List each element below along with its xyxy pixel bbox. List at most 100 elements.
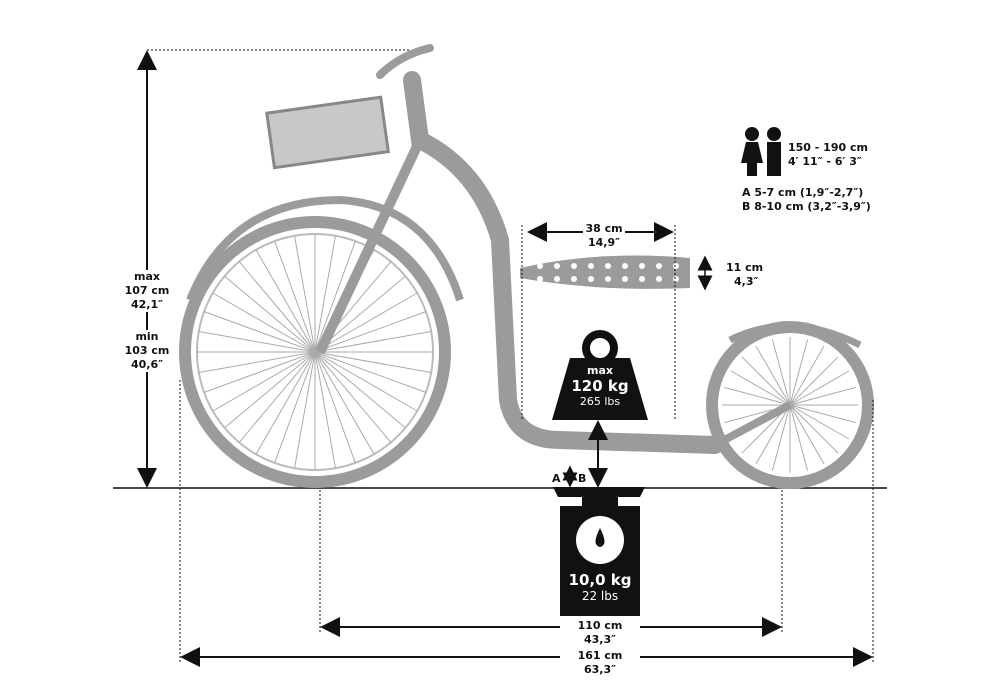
clearance-b: B 8-10 cm (3,2″-3,9″) xyxy=(742,200,871,213)
spoke xyxy=(314,235,336,353)
min-cm: 103 cm xyxy=(124,344,170,357)
deck-width-cm: 11 cm xyxy=(726,261,764,274)
height-min-label: min 103 cm 40,6″ xyxy=(124,330,170,372)
front-wheel xyxy=(179,216,451,488)
rider-height-cm: 150 - 190 cm xyxy=(788,141,868,154)
spoke xyxy=(314,311,427,353)
spoke xyxy=(274,351,316,464)
spoke xyxy=(314,351,432,373)
front-fender xyxy=(186,195,464,302)
frame xyxy=(403,71,724,454)
deck-hole xyxy=(622,276,628,282)
spoke xyxy=(789,404,856,424)
deck-top-view xyxy=(520,255,690,289)
deck-width-label: 11 cm 4,3″ xyxy=(726,261,763,289)
spoke xyxy=(274,240,316,353)
deck-hole xyxy=(605,263,611,269)
deck-hole xyxy=(588,263,594,269)
total-length-in: 63,3″ xyxy=(583,663,617,676)
deck-hole xyxy=(588,276,594,282)
deck-hole xyxy=(673,276,679,282)
spoke xyxy=(314,240,356,353)
spoke xyxy=(212,292,316,353)
spoke xyxy=(198,351,316,373)
spoke xyxy=(741,356,791,406)
max-load-max: max xyxy=(587,364,613,377)
weight-label: 10,0 kg 22 lbs xyxy=(569,571,632,603)
wheelbase-in: 43,3″ xyxy=(583,633,617,646)
spoke xyxy=(724,386,791,406)
spoke xyxy=(789,345,825,406)
deck-hole xyxy=(537,263,543,269)
spoke xyxy=(314,351,427,393)
deck-hole xyxy=(656,263,662,269)
weight-lbs: 22 lbs xyxy=(581,589,619,603)
spoke xyxy=(314,351,392,443)
spoke xyxy=(314,351,418,412)
rider-height-ft: 4′ 11″ - 6′ 3″ xyxy=(788,155,862,168)
spoke xyxy=(238,261,316,353)
clearance-a: A 5-7 cm (1,9″-2,7″) xyxy=(742,186,864,199)
weight-kg: 10,0 kg xyxy=(568,571,632,589)
marker-a: A xyxy=(552,472,561,485)
spoke xyxy=(755,404,791,465)
rider-height: 150 - 190 cm 4′ 11″ - 6′ 3″ xyxy=(788,141,868,169)
deck-hole xyxy=(673,263,679,269)
deck-hole xyxy=(639,276,645,282)
max-load-weight-icon xyxy=(552,330,648,420)
deck-hole xyxy=(622,263,628,269)
spoke xyxy=(203,351,316,393)
max-cm: 107 cm xyxy=(124,284,170,297)
spoke xyxy=(255,249,316,353)
max-load-label: max 120 kg 265 lbs xyxy=(571,364,628,409)
spoke xyxy=(771,404,791,471)
spoke xyxy=(789,386,856,406)
spoke xyxy=(255,351,316,455)
deck-hole xyxy=(571,276,577,282)
spoke xyxy=(224,275,316,353)
max-load-kg: 120 kg xyxy=(571,377,629,395)
handlebar xyxy=(376,44,434,79)
rear-fender xyxy=(728,322,862,349)
total-length-label: 161 cm 63,3″ xyxy=(578,649,623,677)
max-label: max xyxy=(134,270,160,283)
spoke xyxy=(314,292,418,353)
deck-hole xyxy=(571,263,577,269)
deck-hole xyxy=(554,263,560,269)
spoke xyxy=(238,351,316,443)
fork xyxy=(315,137,425,355)
spoke xyxy=(198,331,316,353)
wheelbase-label: 110 cm 43,3″ xyxy=(578,619,623,647)
spoke xyxy=(771,339,791,406)
deck-hole xyxy=(554,276,560,282)
min-in: 40,6″ xyxy=(130,358,164,371)
spoke xyxy=(789,339,809,406)
basket xyxy=(265,95,391,170)
spoke xyxy=(789,404,850,440)
spoke xyxy=(212,351,316,412)
spoke xyxy=(314,331,432,353)
spoke xyxy=(789,356,839,406)
spoke xyxy=(789,404,809,471)
deck-hole xyxy=(537,276,543,282)
spoke xyxy=(294,351,316,469)
spoke xyxy=(730,370,791,406)
scale-icon xyxy=(553,487,645,616)
spoke xyxy=(314,351,356,464)
spoke xyxy=(789,404,825,465)
spoke xyxy=(224,351,316,429)
deck-length-label: 38 cm 14,9″ xyxy=(585,222,622,250)
height-max-label: max 107 cm 42,1″ xyxy=(124,270,170,312)
deck-hole xyxy=(656,276,662,282)
spoke xyxy=(789,370,850,406)
spoke xyxy=(314,351,406,429)
scooter-silhouette xyxy=(179,44,874,489)
spoke xyxy=(314,351,336,469)
deck-width-in: 4,3″ xyxy=(734,275,759,288)
clearance-notes: A 5-7 cm (1,9″-2,7″) B 8-10 cm (3,2″-3,9… xyxy=(742,186,871,214)
wheelbase-cm: 110 cm xyxy=(577,619,623,632)
spoke xyxy=(789,404,839,454)
rider-icon xyxy=(741,127,781,176)
